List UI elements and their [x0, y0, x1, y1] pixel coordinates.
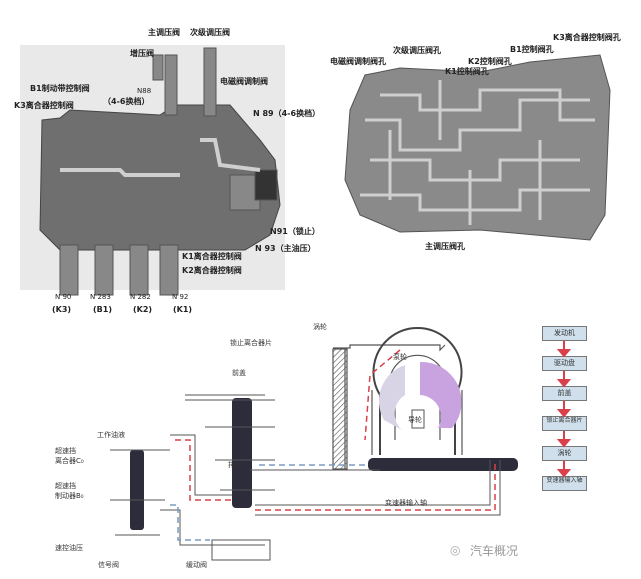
label-k1-clutch-valve: K1离合器控制阀	[182, 252, 242, 261]
label-k3-hole: K3离合器控制阀孔	[553, 33, 621, 42]
wechat-icon: ◎	[450, 543, 461, 557]
label-lockup-plate: 锁止离合器片	[230, 339, 272, 347]
solenoid-id: N 282	[130, 293, 151, 301]
fluid-channels	[360, 80, 595, 225]
label-od-brake-b0: 制动器B₀	[55, 492, 84, 500]
flow-step: 锁止离合器片	[542, 416, 587, 431]
label-drain: 排出	[228, 461, 242, 469]
solenoid-id: N 90	[55, 293, 72, 301]
label-k1-hole: K1控制阀孔	[445, 67, 489, 76]
label-relay-valve: 缓动阀	[186, 561, 207, 569]
valve-body-right	[344, 54, 611, 241]
label-k2-clutch-valve: K2离合器控制阀	[182, 266, 242, 275]
valve-body-left	[39, 104, 281, 251]
label-k3-clutch-valve: K3离合器控制阀	[14, 101, 74, 110]
label-input-shaft: 变速器输入轴	[385, 499, 427, 507]
flow-step: 前盖	[542, 386, 587, 401]
label-working-fluid: 工作油液	[97, 431, 125, 439]
label-secondary-regulator-valve: 次级调压阀	[190, 28, 230, 37]
valve-spools	[59, 47, 278, 296]
label-pump: 泵轮	[393, 353, 407, 361]
solenoid-id: N 283	[90, 293, 111, 301]
label-main-hole: 主调压阀孔	[425, 242, 465, 251]
label-booster-valve: 增压阀	[130, 49, 154, 58]
valve-housing	[110, 394, 501, 561]
label-solenoid-modulator-valve: 电磁阀调制阀	[220, 77, 268, 86]
label-od-clutch: 超速挡	[55, 447, 76, 455]
label-n93: N 93（主油压）	[255, 244, 316, 253]
input-shaft	[368, 458, 518, 471]
label-solenoid-hole: 电磁阀调制阀孔	[330, 57, 386, 66]
turbine-shape	[378, 365, 405, 430]
label-n88-note: （4-6换档）	[103, 97, 150, 106]
solenoid-target: (K2)	[133, 305, 153, 314]
label-b1-band-valve: B1制动带控制阀	[30, 84, 90, 93]
label-main-regulator-valve: 主调压阀	[148, 28, 180, 37]
label-k2-hole: K2控制阀孔	[468, 57, 512, 66]
flow-step: 驱动盘	[542, 356, 587, 371]
signal-valve-spool	[130, 450, 144, 530]
flow-step: 发动机	[542, 326, 587, 341]
drain-flow-lines	[170, 464, 365, 541]
relay-valve-spool	[232, 398, 252, 508]
label-n91: N91（锁止）	[270, 227, 320, 236]
solenoid-target: (B1)	[93, 305, 112, 314]
label-governor-pressure: 速控油压	[55, 544, 83, 552]
label-front-cover: 前盖	[232, 369, 246, 377]
flow-step: 变速器输入轴	[542, 476, 587, 491]
label-od-brake: 超速挡	[55, 482, 76, 490]
pump-shape	[420, 361, 462, 428]
solenoid-target: (K1)	[173, 305, 193, 314]
label-secondary-hole: 次级调压阀孔	[393, 46, 441, 55]
label-signal-valve: 信号阀	[98, 561, 119, 569]
solenoid-target: (K3)	[52, 305, 72, 314]
solenoid-id: N 92	[172, 293, 189, 301]
label-stator: 导轮	[408, 416, 422, 424]
stator-shape	[411, 409, 425, 429]
label-b1-hole: B1控制阀孔	[510, 45, 554, 54]
watermark: 汽车概况	[470, 544, 519, 558]
flow-step: 涡轮	[542, 446, 587, 461]
pressure-flow-lines	[175, 349, 496, 511]
label-n89: N 89（4-6换档）	[253, 109, 321, 118]
label-od-clutch-c0: 离合器C₀	[55, 457, 84, 465]
label-n88: N88	[137, 87, 152, 95]
label-turbine: 涡轮	[313, 323, 327, 331]
